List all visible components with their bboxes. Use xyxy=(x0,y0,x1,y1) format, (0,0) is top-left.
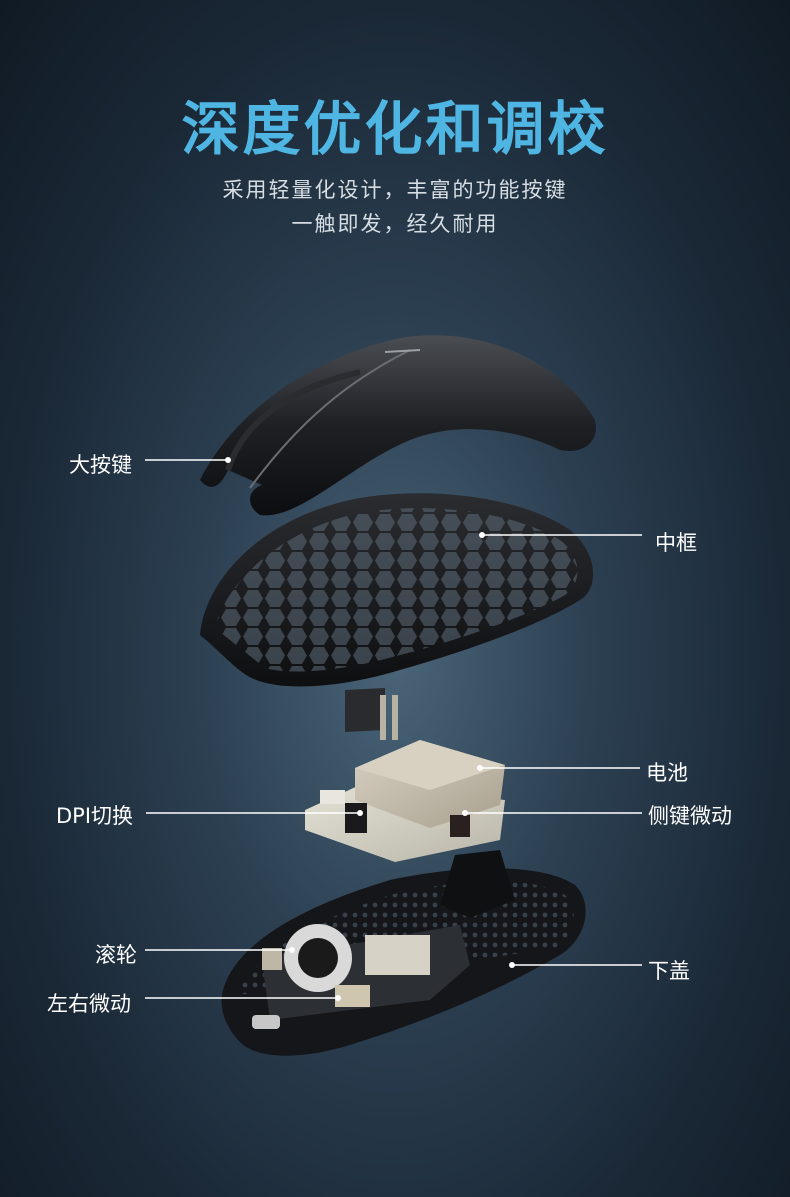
label-battery: 电池 xyxy=(646,761,688,785)
leader-lr-switch-dot xyxy=(335,995,341,1001)
leader-side-switch-dot xyxy=(462,810,468,816)
leader-bottom-cover-dot xyxy=(509,962,515,968)
subtitle-line-1: 采用轻量化设计，丰富的功能按键 xyxy=(222,178,568,202)
subtitle-line-2: 一触即发，经久耐用 xyxy=(291,212,499,236)
label-dpi-switch: DPI切换 xyxy=(56,804,134,828)
label-middle-frame: 中框 xyxy=(655,531,697,555)
leader-left-button-dot xyxy=(225,457,231,463)
leader-dpi-switch-dot xyxy=(357,810,363,816)
label-scroll-wheel: 滚轮 xyxy=(95,943,137,967)
label-side-switch: 侧键微动 xyxy=(648,804,732,828)
battery-board-assembly xyxy=(305,740,505,862)
callout-leader-lines xyxy=(145,457,642,1001)
label-lr-switch: 左右微动 xyxy=(47,992,131,1016)
leader-scroll-wheel-dot xyxy=(289,947,295,953)
top-shell xyxy=(200,335,596,516)
leader-battery-dot xyxy=(477,765,483,771)
label-left-button: 大按键 xyxy=(69,453,132,477)
leader-middle-frame-dot xyxy=(479,532,485,538)
middle-frame xyxy=(200,493,594,740)
page-title: 深度优化和调校 xyxy=(181,95,609,163)
bottom-cover-assembly xyxy=(221,850,586,1056)
label-bottom-cover: 下盖 xyxy=(648,959,690,983)
